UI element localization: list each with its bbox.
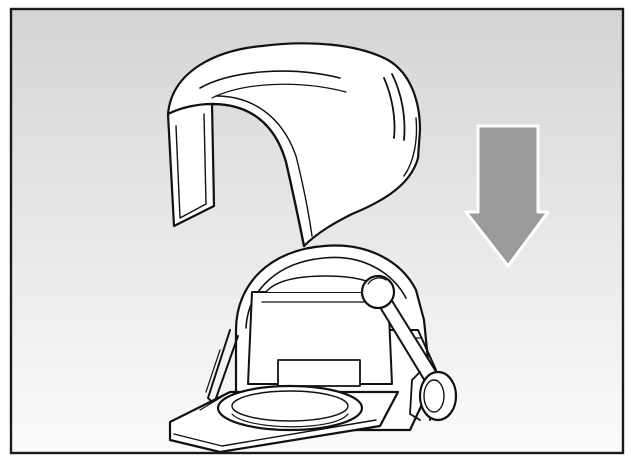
assembly-illustration: [0, 0, 632, 461]
figure-stage: [0, 0, 632, 461]
